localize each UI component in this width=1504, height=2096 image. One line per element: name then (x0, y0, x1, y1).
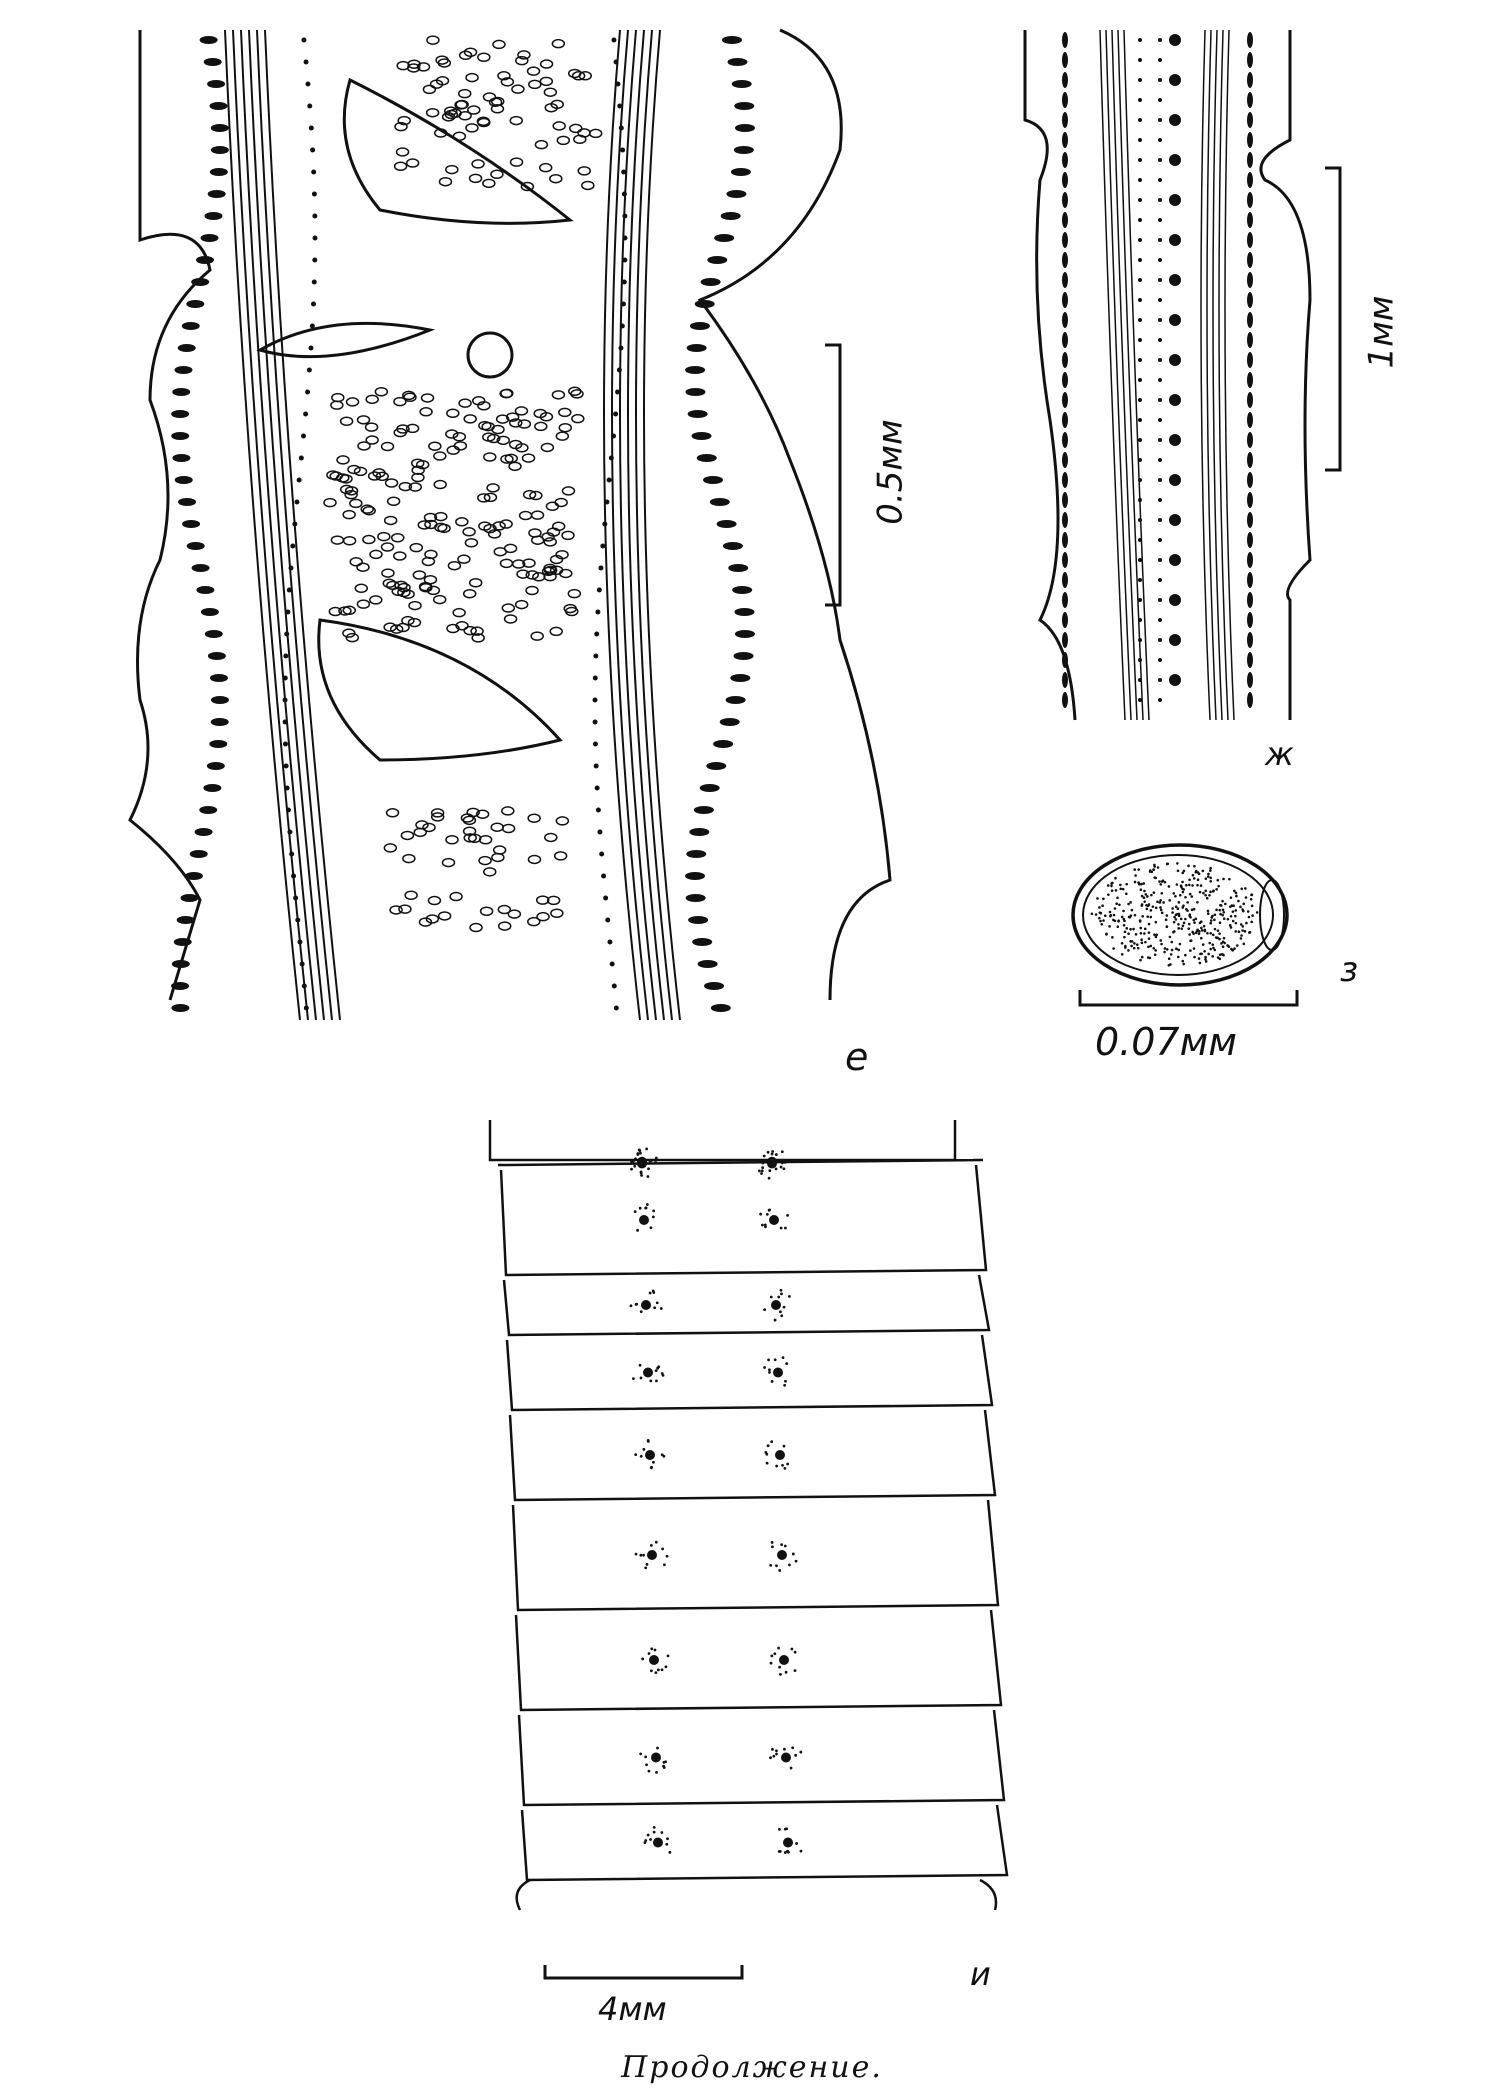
panel-i-label: и (970, 1955, 991, 1993)
scale-label-i: 4мм (598, 1990, 667, 2028)
scale-bar-e (825, 343, 842, 607)
scale-label-zh: 1мм (1361, 295, 1402, 369)
papilla (633, 1203, 656, 1232)
panel-zh-label: ж (1265, 735, 1294, 773)
papilla (643, 1825, 672, 1854)
papilla (777, 1827, 803, 1854)
papilla (641, 1647, 670, 1675)
egg-drawing (1071, 843, 1289, 987)
papilla (634, 1540, 669, 1570)
panel-i-drawing (488, 1120, 1009, 1911)
scale-label-z: 0.07мм (1095, 1020, 1237, 1064)
papilla (758, 1150, 789, 1180)
figure-caption: Продолжение. (621, 2050, 883, 2085)
papilla (764, 1440, 790, 1470)
papilla (769, 1646, 797, 1676)
papilla (639, 1746, 668, 1774)
scale-bar-zh (1325, 166, 1342, 472)
papilla (759, 1208, 789, 1230)
papilla (629, 1289, 663, 1314)
panel-e-label: е (845, 1035, 869, 1079)
papilla (769, 1541, 798, 1572)
scale-bar-z (1078, 990, 1299, 1007)
papilla (632, 1363, 665, 1383)
scale-bar-i (543, 1965, 744, 1980)
papilla (634, 1439, 666, 1470)
papilla (629, 1147, 658, 1178)
panel-e-drawing (128, 28, 892, 1021)
panel-z-label: з (1340, 950, 1359, 990)
papilla (769, 1746, 803, 1770)
panel-zh-drawing (1023, 29, 1312, 721)
papilla (763, 1288, 791, 1322)
scale-label-e: 0.5мм (870, 419, 911, 525)
papilla (763, 1356, 789, 1387)
